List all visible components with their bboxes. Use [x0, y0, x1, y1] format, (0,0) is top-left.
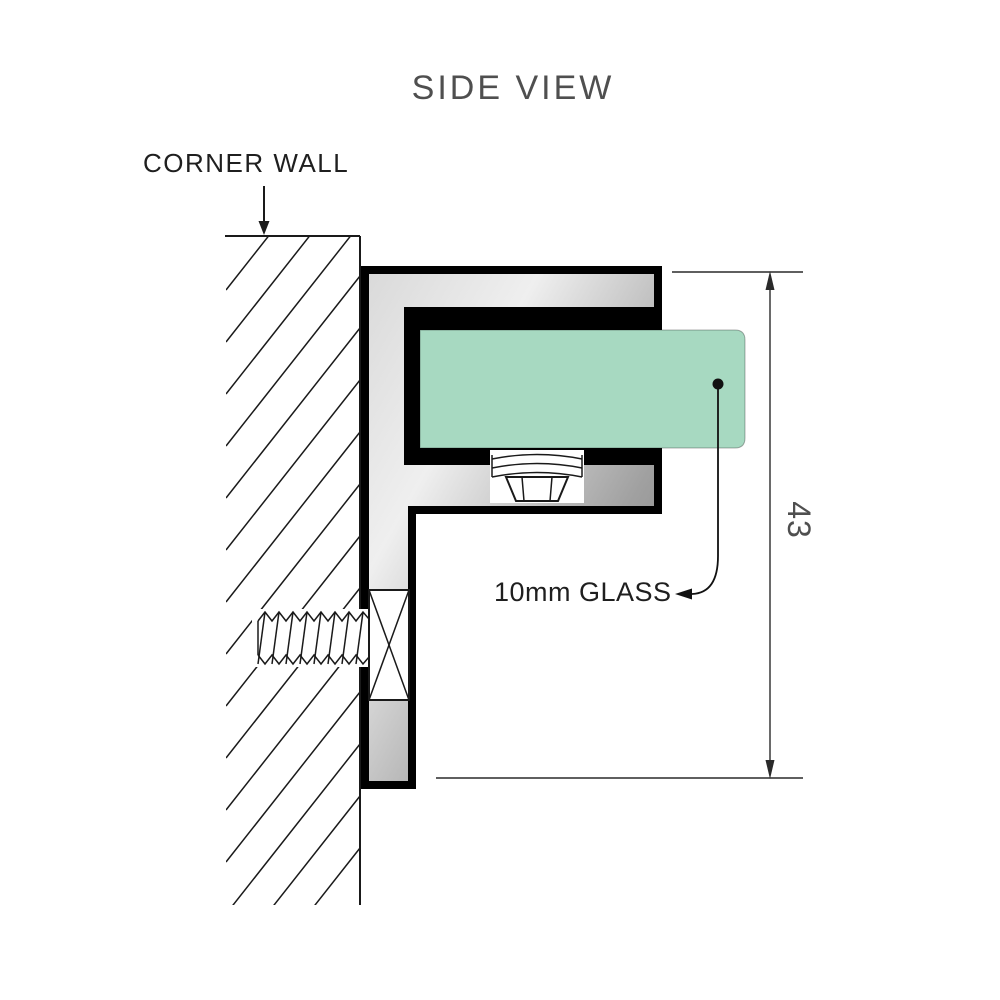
glass-callout-dot	[712, 378, 724, 390]
thread-line	[341, 611, 350, 665]
hatch-line	[226, 236, 270, 291]
thread-line	[355, 611, 364, 665]
thread-line	[327, 611, 336, 665]
corner-wall-section	[225, 235, 361, 905]
corner-wall-label: CORNER WALL	[143, 148, 349, 235]
glass-callout: 10mm GLASS	[494, 378, 724, 607]
dimension-value: 43	[781, 501, 817, 539]
corner-wall-label-text: CORNER WALL	[143, 148, 349, 178]
hatch-line	[226, 275, 360, 447]
thread-line	[299, 611, 308, 665]
glass-callout-text: 10mm GLASS	[494, 577, 672, 607]
screw-thread-top-edge	[257, 610, 370, 623]
wall-hatching	[226, 236, 360, 905]
hatch-line	[226, 639, 360, 811]
hatch-line	[226, 483, 360, 655]
set-screw-tip	[504, 476, 570, 502]
thread-line	[257, 611, 266, 665]
set-screw-thread	[491, 453, 583, 460]
dimension-arrowhead-down-icon	[765, 760, 775, 779]
glass-callout-leader	[691, 389, 719, 595]
screw-head-cross-line	[368, 589, 410, 701]
hatch-line	[226, 379, 360, 551]
thread-line	[271, 611, 280, 665]
set-screw	[490, 450, 584, 503]
mounting-screw	[252, 589, 410, 701]
set-screw-thread	[491, 471, 583, 478]
screw-thread-bottom-edge	[257, 653, 370, 666]
thread-line	[313, 611, 322, 665]
hatch-line	[226, 691, 360, 863]
page-title: SIDE VIEW	[412, 69, 615, 107]
hatch-line	[226, 236, 311, 343]
hatch-line	[273, 795, 360, 905]
screw-thread-flights	[257, 611, 364, 665]
thread-line	[285, 611, 294, 665]
corner-wall-arrowhead-icon	[258, 221, 270, 235]
height-dimension: 43	[436, 271, 817, 779]
hatch-line	[226, 327, 360, 499]
dimension-arrowhead-up-icon	[765, 271, 775, 290]
set-screw-tip-line	[521, 476, 525, 502]
hatch-line	[314, 847, 360, 905]
glass-callout-arrowhead-icon	[675, 588, 692, 600]
hatch-line	[226, 431, 360, 603]
hatch-line	[226, 236, 352, 395]
set-screw-thread	[491, 462, 583, 469]
hatch-line	[232, 743, 360, 905]
glass-panel	[419, 329, 746, 449]
set-screw-tip-line	[549, 476, 553, 502]
